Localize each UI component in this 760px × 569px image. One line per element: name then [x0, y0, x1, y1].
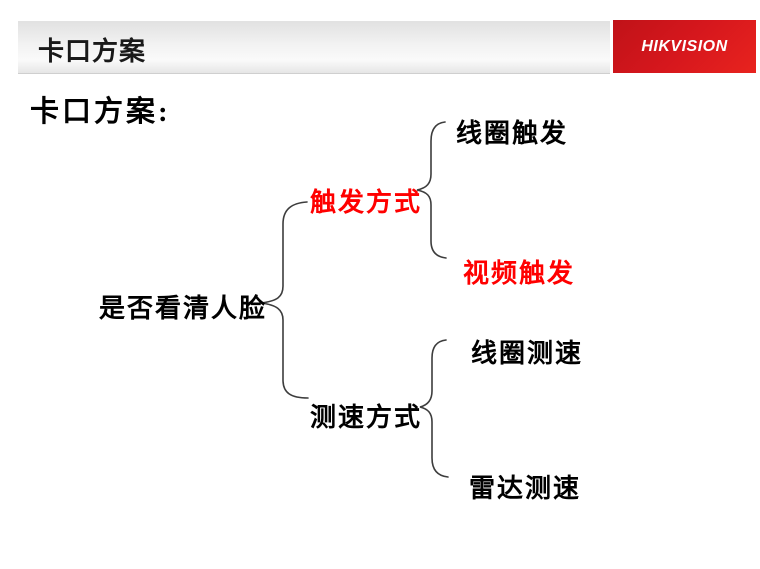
header-bar: 卡口方案	[18, 21, 610, 74]
slide-title: 卡口方案	[38, 36, 147, 66]
node-radar-speed: 雷达测速	[469, 474, 582, 503]
node-loop-trigger: 线圈触发	[456, 119, 569, 148]
node-root: 是否看清人脸	[99, 294, 268, 323]
node-loop-speed: 线圈测速	[471, 339, 584, 368]
hikvision-logo: HIKVISION	[613, 20, 756, 73]
speed-brace	[419, 339, 449, 478]
node-trigger-mode: 触发方式	[310, 188, 423, 217]
diagram-heading: 卡口方案:	[30, 96, 171, 128]
node-video-trigger: 视频触发	[463, 259, 576, 288]
node-speed-mode: 测速方式	[310, 403, 423, 432]
root-brace	[260, 201, 309, 399]
hikvision-logo-text: HIKVISION	[641, 37, 728, 55]
